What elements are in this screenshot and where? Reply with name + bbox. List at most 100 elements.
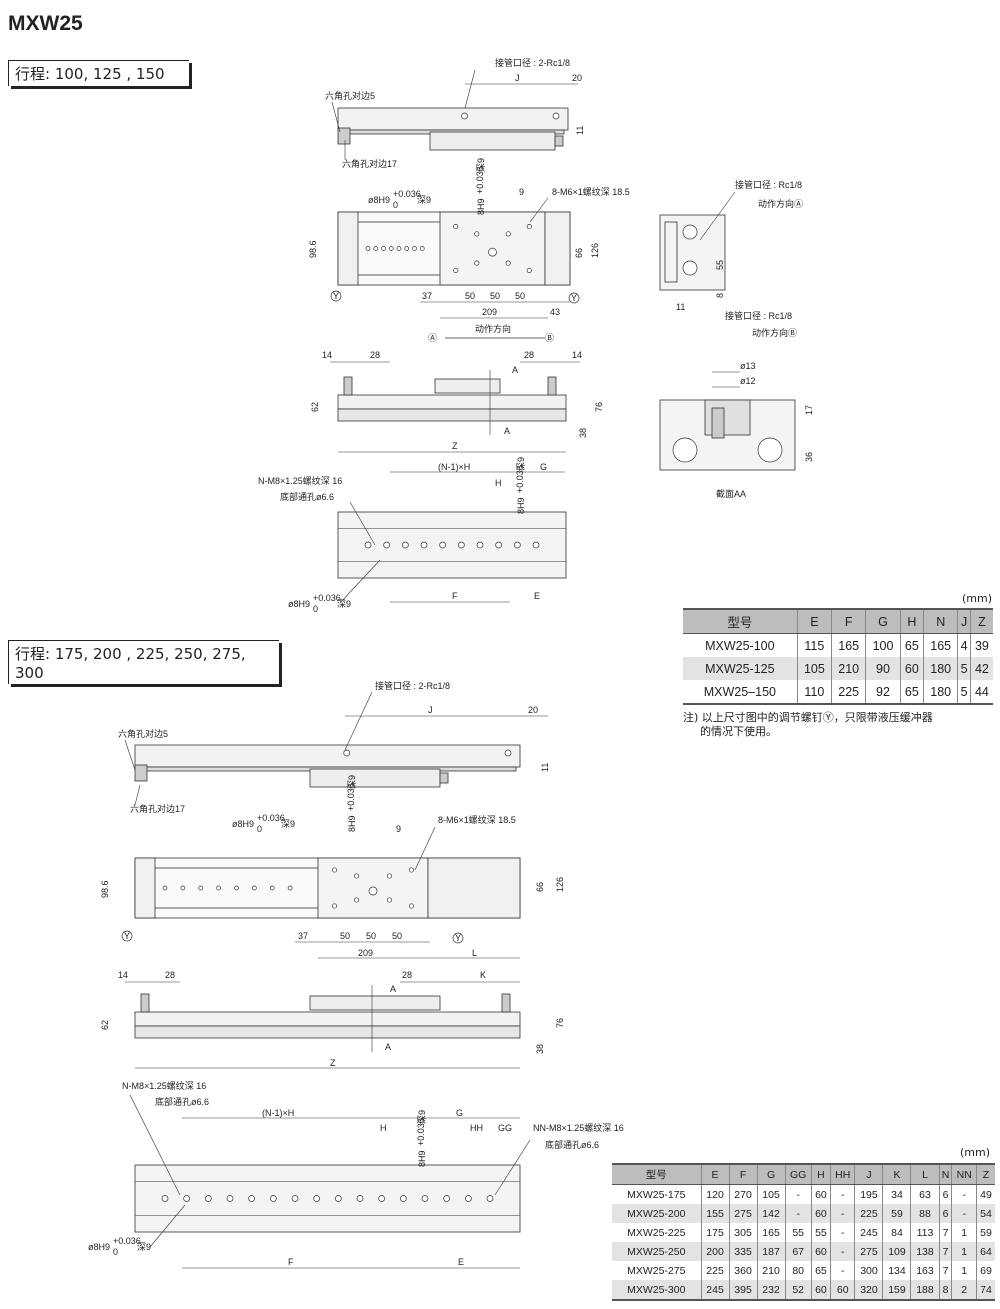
leader-line [349, 501, 376, 546]
hole-mark [682, 260, 698, 276]
mounting-hole [353, 873, 360, 879]
dimension-label: 66 [574, 248, 584, 258]
stopper-side [140, 993, 150, 1013]
page-title: MXW25 [8, 12, 83, 35]
table-cell: 92 [865, 680, 901, 705]
table-cell: - [784, 1204, 812, 1223]
dimension-label: 14 [118, 970, 128, 980]
stopper-side [547, 376, 557, 396]
table-cell: - [784, 1184, 812, 1204]
dimension-label: (N-1)×H [262, 1108, 294, 1118]
table-cell: 8 [938, 1280, 952, 1301]
dimension-label: 62 [310, 402, 320, 412]
hole-mark [381, 246, 386, 251]
hole-mark [269, 885, 275, 891]
table-cell: 113 [910, 1223, 939, 1242]
hole-mark [216, 885, 221, 891]
table1-unit: (mm) [962, 592, 993, 605]
table-cell: 105 [756, 1184, 786, 1204]
hole-mark [252, 885, 257, 891]
leader-line [494, 1139, 531, 1196]
dimension-label: 50 [340, 931, 350, 941]
column-header: G [756, 1163, 786, 1185]
table-cell: - [951, 1184, 977, 1204]
table-cell: 60 [810, 1280, 831, 1301]
port-fitting [461, 112, 468, 120]
model-cell: MXW25-200 [612, 1204, 702, 1223]
dimension-label: 98.6 [308, 240, 318, 258]
dimension-label: 37 [422, 291, 432, 301]
table-cell: 2 [951, 1280, 977, 1301]
dimension-label: 28 [524, 350, 534, 360]
mounting-hole [226, 1195, 234, 1202]
dimension-label: 50 [465, 291, 475, 301]
mounting-hole [204, 1195, 212, 1202]
mounting-hole [269, 1195, 277, 1202]
depth-label: 深9 [347, 775, 357, 789]
table-cell: 1 [951, 1261, 977, 1280]
footnote-line1: 注) 以上尺寸图中的调节螺钉Ⓨ，只限带液压缓冲器 [683, 711, 933, 724]
tolerance-label: +0.036 [346, 783, 356, 811]
thread-callout: N-M8×1.25螺纹深 16 [258, 475, 342, 486]
through-hole-callout: 底部通孔ø6.6 [155, 1096, 209, 1107]
pin-hole-label: ø8H9 [288, 599, 310, 609]
mounting-hole [248, 1195, 256, 1202]
dimension-label: 37 [298, 931, 308, 941]
column-header: H [899, 608, 924, 634]
dimension-label: 50 [366, 931, 376, 941]
table-cell: 67 [784, 1242, 812, 1261]
dimension-label: 50 [392, 931, 402, 941]
mounting-hole [453, 224, 459, 230]
leader-line [344, 691, 373, 751]
dimension-label: Z [452, 441, 458, 451]
direction-label: 动作方向Ⓐ [758, 198, 803, 209]
leader-line [149, 1204, 186, 1248]
pin-hole-label: 8H9 [347, 815, 357, 832]
mounting-hole [399, 1195, 407, 1202]
dimension-label: 76 [555, 1018, 565, 1028]
rail-side [134, 1011, 521, 1027]
dimension-label: ø13 [740, 361, 756, 371]
dimension-label: 98.6 [100, 880, 110, 898]
hole-mark [388, 246, 394, 251]
mounting-hole [474, 260, 480, 266]
hole-mark [419, 246, 425, 251]
hole-mark [682, 224, 698, 240]
leader-line [124, 739, 136, 771]
hole-mark [396, 246, 402, 251]
dimension-label: 43 [550, 307, 560, 317]
bottom-body [337, 511, 567, 579]
mounting-hole [183, 1195, 191, 1202]
column-header: H [810, 1163, 831, 1185]
dimension-label: G [540, 462, 547, 472]
table-cell: 44 [969, 680, 993, 705]
dimension-label: Y [333, 291, 339, 301]
depth-label: 深9 [417, 1110, 427, 1124]
mounting-hole [495, 541, 503, 549]
table-cell: 74 [975, 1280, 995, 1301]
column-header: F [831, 608, 866, 634]
dimension-label: E [458, 1257, 464, 1267]
table-cell: 275 [854, 1242, 883, 1261]
table-cell: 80 [784, 1261, 812, 1280]
dimension-label: F [288, 1257, 294, 1267]
dimension-label: L [472, 948, 477, 958]
pin-hole-label: 8H9 [516, 497, 526, 514]
model-cell: MXW25-275 [627, 1264, 686, 1277]
table-cell: 88 [910, 1204, 939, 1223]
column-header: Z [975, 1163, 995, 1185]
column-header: N [938, 1163, 952, 1185]
table-cell: 7 [938, 1242, 952, 1261]
table-cell: 100 [865, 633, 901, 657]
table-cell: 210 [831, 657, 866, 680]
dimension-label: 28 [165, 970, 175, 980]
column-header: K [882, 1163, 911, 1185]
dimension-label: 50 [515, 291, 525, 301]
